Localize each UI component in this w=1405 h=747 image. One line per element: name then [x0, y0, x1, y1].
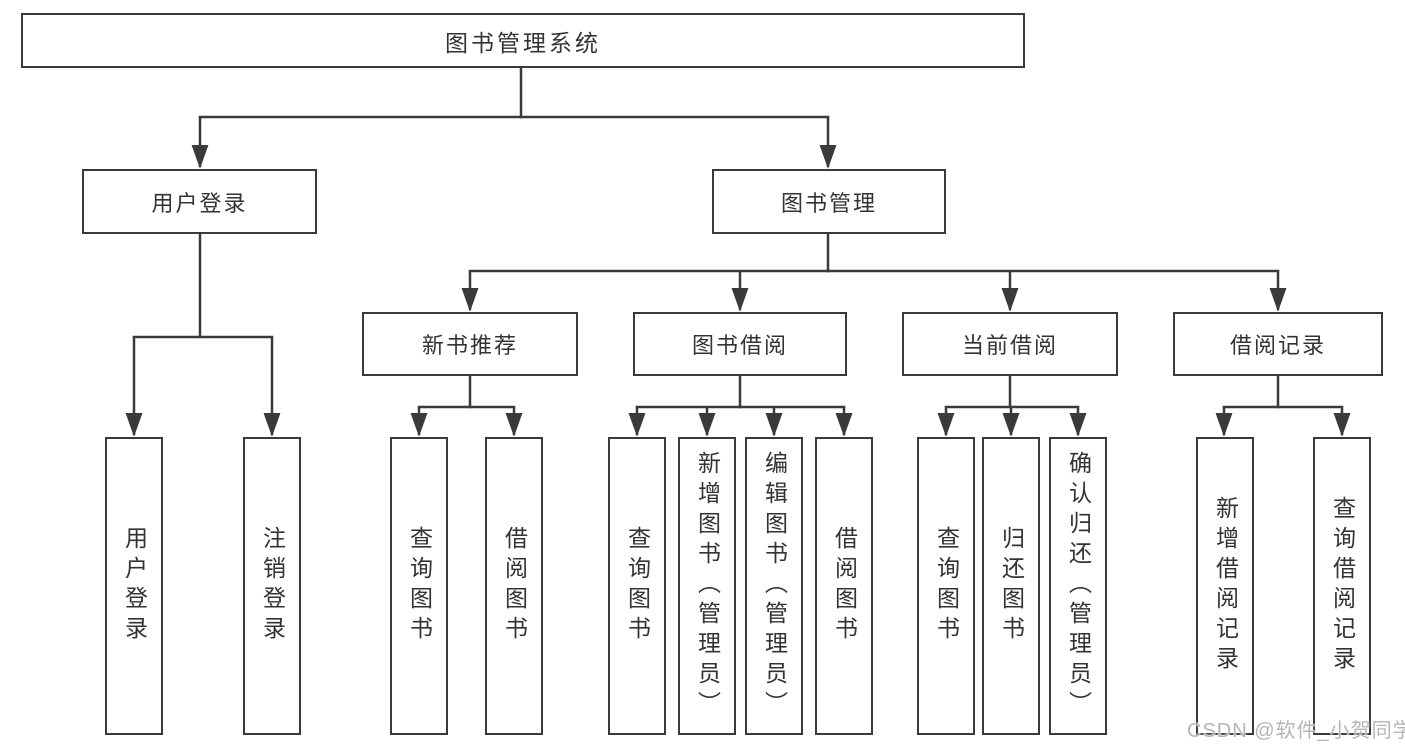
node-leaf-logout: 注销登录	[243, 437, 301, 735]
node-book-borrow: 图书借阅	[633, 312, 847, 376]
connector-book-borrow-children	[628, 374, 853, 437]
node-book-management: 图书管理	[712, 169, 946, 234]
node-leaf-borrow-book: 借阅图书	[815, 437, 873, 735]
node-leaf-query-book-current: 查询图书	[917, 437, 975, 735]
node-current-borrow: 当前借阅	[902, 312, 1118, 376]
node-leaf-borrow-book-recommend: 借阅图书	[485, 437, 543, 735]
node-leaf-query-book-recommend: 查询图书	[390, 437, 448, 735]
node-leaf-query-borrow-record: 查询借阅记录	[1313, 437, 1371, 735]
node-root-system: 图书管理系统	[21, 13, 1025, 68]
node-leaf-edit-book-admin: 编辑图书（管理员）	[745, 437, 803, 735]
node-leaf-return-book: 归还图书	[982, 437, 1040, 735]
node-user-login: 用户登录	[82, 169, 317, 234]
connector-book-mgmt-to-level3	[461, 232, 1287, 312]
node-leaf-add-book-admin: 新增图书（管理员）	[678, 437, 736, 735]
watermark-text: CSDN @软件_小贺同学	[1187, 720, 1405, 742]
connector-current-borrow-children	[937, 374, 1087, 437]
connector-borrow-records-children	[1215, 374, 1351, 437]
node-leaf-add-borrow-record: 新增借阅记录	[1196, 437, 1254, 735]
node-leaf-user-login: 用户登录	[105, 437, 163, 735]
connector-user-login-children	[125, 232, 281, 437]
node-leaf-confirm-return-admin: 确认归还（管理员）	[1049, 437, 1107, 735]
node-new-book-recommend: 新书推荐	[362, 312, 578, 376]
connector-new-book-rec-children	[410, 374, 523, 437]
node-leaf-query-book-borrow: 查询图书	[608, 437, 666, 735]
connector-root-to-level2	[191, 66, 837, 169]
node-borrow-records: 借阅记录	[1173, 312, 1383, 376]
